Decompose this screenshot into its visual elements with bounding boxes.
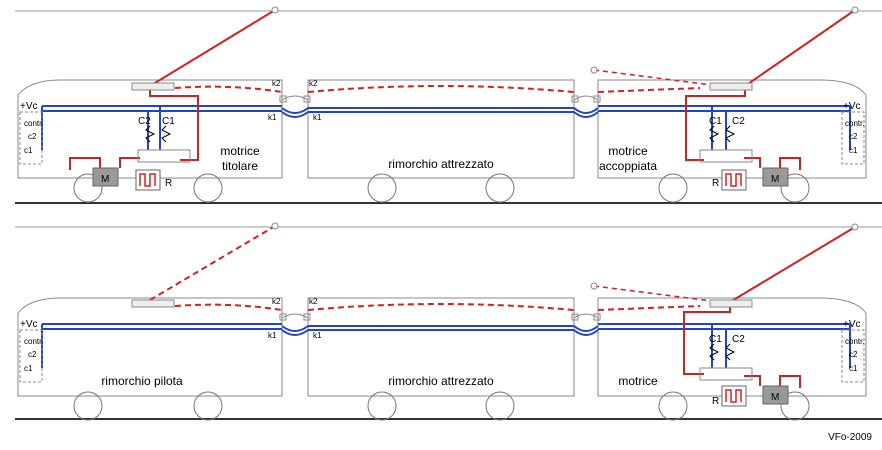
bottom-bellows: [279, 313, 601, 332]
bottom-pantograph-base-right: [709, 299, 753, 308]
top-right-contr: contr.: [845, 119, 865, 128]
top-left-car-label-1: motrice: [220, 144, 260, 158]
bottom-right-car-body: [597, 297, 867, 397]
bottom-right-C1: C1: [709, 334, 722, 345]
bottom-right-c1: c1: [849, 364, 858, 373]
top-left-contr: contr.: [24, 119, 44, 128]
top-mid-car-label: rimorchio attrezzato: [388, 157, 494, 171]
top-mid-car-body: [307, 79, 575, 179]
bottom-right-resistor-label: R: [712, 396, 719, 407]
bottom-k2-right: k2: [309, 297, 318, 306]
top-pantograph-head-down: [590, 66, 598, 74]
bottom-train: [15, 222, 882, 421]
bottom-right-vc: +Vc: [843, 319, 861, 330]
top-wheels: [73, 173, 810, 203]
top-right-car-body: [597, 79, 867, 179]
bottom-right-resistor: [721, 385, 747, 407]
top-left-controller: [19, 111, 43, 165]
bottom-right-C2: C2: [732, 334, 745, 345]
bottom-left-vc: +Vc: [20, 319, 38, 330]
top-left-motor-label: M: [101, 174, 109, 185]
top-left-motor: [92, 167, 119, 187]
bottom-mid-car-body: [307, 297, 575, 397]
bottom-right-motor: [762, 385, 789, 405]
bottom-roof-cable: [174, 303, 701, 311]
bottom-right-controller: [841, 329, 865, 383]
bottom-right-c2: c2: [849, 350, 858, 359]
top-right-car-label-1: motrice: [608, 144, 648, 158]
top-left-c2: c2: [28, 132, 37, 141]
top-right-motor: [762, 167, 789, 187]
bottom-right-car-label: motrice: [618, 374, 658, 388]
top-right-C2: C2: [732, 116, 745, 127]
bottom-lowered-pantograph-right: [593, 285, 721, 303]
top-right-c1: c1: [849, 146, 858, 155]
top-right-car-label-2: accoppiata: [599, 159, 657, 173]
top-left-c1: c1: [24, 146, 33, 155]
top-k2-left: k2: [272, 79, 281, 88]
top-train: [15, 6, 882, 204]
bottom-mid-car-label: rimorchio attrezzato: [388, 374, 494, 388]
bottom-k1-left: k1: [268, 331, 277, 340]
top-right-motor-label: M: [771, 174, 779, 185]
bottom-right-contr: contr.: [845, 337, 865, 346]
bottom-pantograph-base-left: [131, 299, 175, 308]
top-lowered-pantograph: [593, 69, 721, 87]
top-right-controller: [841, 111, 865, 165]
top-pantograph-base-left: [131, 82, 175, 91]
bottom-k1-right: k1: [313, 331, 322, 340]
top-traction-lines: [69, 9, 856, 170]
bottom-left-controller: [19, 329, 43, 383]
top-k1-right: k1: [313, 113, 322, 122]
bottom-lowered-pantograph-left: [149, 225, 276, 301]
top-left-vc: +Vc: [20, 101, 38, 112]
top-left-C1: C1: [162, 116, 175, 127]
top-right-contactors: [699, 125, 753, 163]
top-left-car-body: [17, 79, 283, 179]
bottom-right-contactors: [699, 343, 753, 381]
top-right-resistor-label: R: [712, 178, 719, 189]
top-left-contactors: [137, 125, 191, 163]
top-right-c2: c2: [849, 132, 858, 141]
bottom-left-car-label: rimorchio pilota: [101, 374, 183, 388]
top-left-resistor: [135, 169, 161, 191]
top-k1-left: k1: [268, 113, 277, 122]
bottom-left-c1: c1: [24, 364, 33, 373]
top-right-C1: C1: [709, 116, 722, 127]
bottom-left-contr: contr.: [24, 337, 44, 346]
top-right-vc: +Vc: [843, 101, 861, 112]
top-pantograph-head-right: [851, 6, 859, 14]
top-pantograph-head-left: [271, 6, 279, 14]
top-right-resistor: [721, 169, 747, 191]
top-pantograph-base-right: [709, 82, 753, 91]
bottom-wheels: [73, 391, 810, 421]
top-left-C2: C2: [138, 116, 151, 127]
top-k2-right: k2: [309, 79, 318, 88]
top-roof-cable: [174, 85, 701, 93]
bottom-control-bus: [41, 323, 851, 368]
top-bellows: [279, 95, 601, 114]
top-left-resistor-label: R: [165, 178, 172, 189]
top-control-bus: [41, 105, 851, 150]
bottom-traction-lines: [683, 226, 856, 388]
bottom-left-c2: c2: [28, 350, 37, 359]
bottom-left-car-body: [17, 297, 283, 397]
signature: VFo-2009: [828, 432, 872, 443]
bottom-right-motor-label: M: [771, 392, 779, 403]
top-left-car-label-2: titolare: [222, 159, 258, 173]
bottom-k2-left: k2: [272, 297, 281, 306]
